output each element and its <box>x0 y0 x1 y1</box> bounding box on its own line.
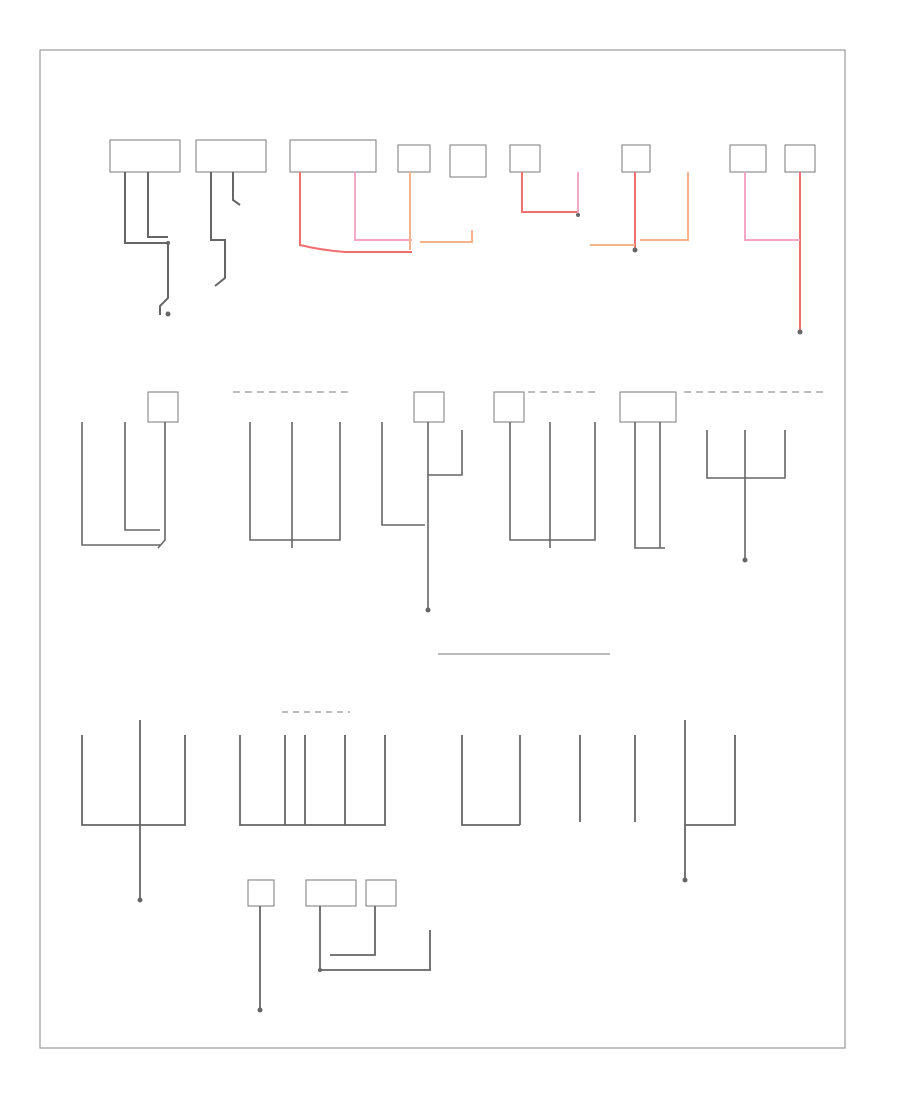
top-row-pink-wires <box>354 172 800 241</box>
top-row-ground-wires <box>124 172 241 315</box>
lower-ground-point-2 <box>682 877 688 883</box>
top-component-box-5 <box>449 144 487 178</box>
middle-row-wires <box>81 422 786 610</box>
top-row-orange-wires <box>409 172 689 250</box>
top-ground-point-3 <box>797 329 803 335</box>
lower-row-wires <box>81 720 736 1010</box>
top-component-box-4 <box>397 144 431 173</box>
middle-component-box-1 <box>147 391 179 423</box>
lower-ground-point-1 <box>137 897 143 903</box>
top-ground-point-2 <box>632 247 638 253</box>
middle-ground-point-2 <box>742 557 748 563</box>
middle-component-box-4 <box>619 391 677 423</box>
top-ground-point-1 <box>165 311 171 317</box>
top-component-box-2 <box>195 139 267 173</box>
middle-ground-point-1 <box>425 607 431 613</box>
lower-component-box-2 <box>305 879 357 907</box>
lower-component-box-1 <box>247 879 275 907</box>
top-component-box-9 <box>784 144 816 173</box>
lower-row <box>81 653 736 1013</box>
top-splice-point-2 <box>576 213 580 217</box>
middle-component-box-2 <box>413 391 445 423</box>
middle-row <box>81 391 823 613</box>
top-component-box-3 <box>289 139 377 173</box>
top-component-box-6 <box>509 144 541 173</box>
diagram-border <box>39 49 846 1049</box>
top-component-box-7 <box>621 144 651 173</box>
lower-component-box-3 <box>365 879 397 907</box>
lower-ground-point-4 <box>318 968 322 972</box>
top-component-box-8 <box>729 144 767 173</box>
top-splice-point-1 <box>166 241 170 245</box>
top-component-box-1 <box>109 139 181 173</box>
middle-component-box-3 <box>493 391 525 423</box>
lower-ground-point-3 <box>257 1007 263 1013</box>
top-row <box>109 139 816 335</box>
top-row-red-wires <box>299 172 801 330</box>
